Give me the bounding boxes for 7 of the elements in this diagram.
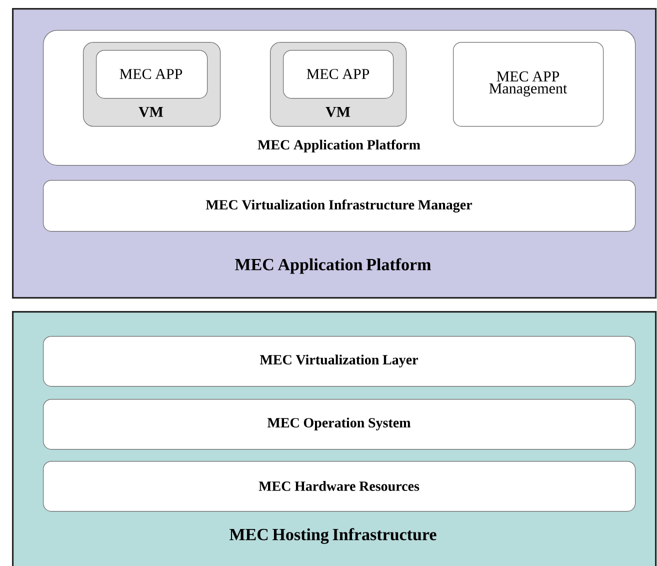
app-box: MEC APP	[283, 50, 394, 99]
layer-box: MEC Operation System	[43, 399, 636, 450]
layer-box: MEC Virtualization Infrastructure Manager	[43, 180, 636, 232]
layer-box: MEC Virtualization Layer	[43, 336, 636, 387]
app-box: MEC APP	[96, 50, 208, 99]
app-box: MEC APP Management	[453, 42, 604, 127]
layer-box: MEC Hardware Resources	[43, 461, 636, 512]
